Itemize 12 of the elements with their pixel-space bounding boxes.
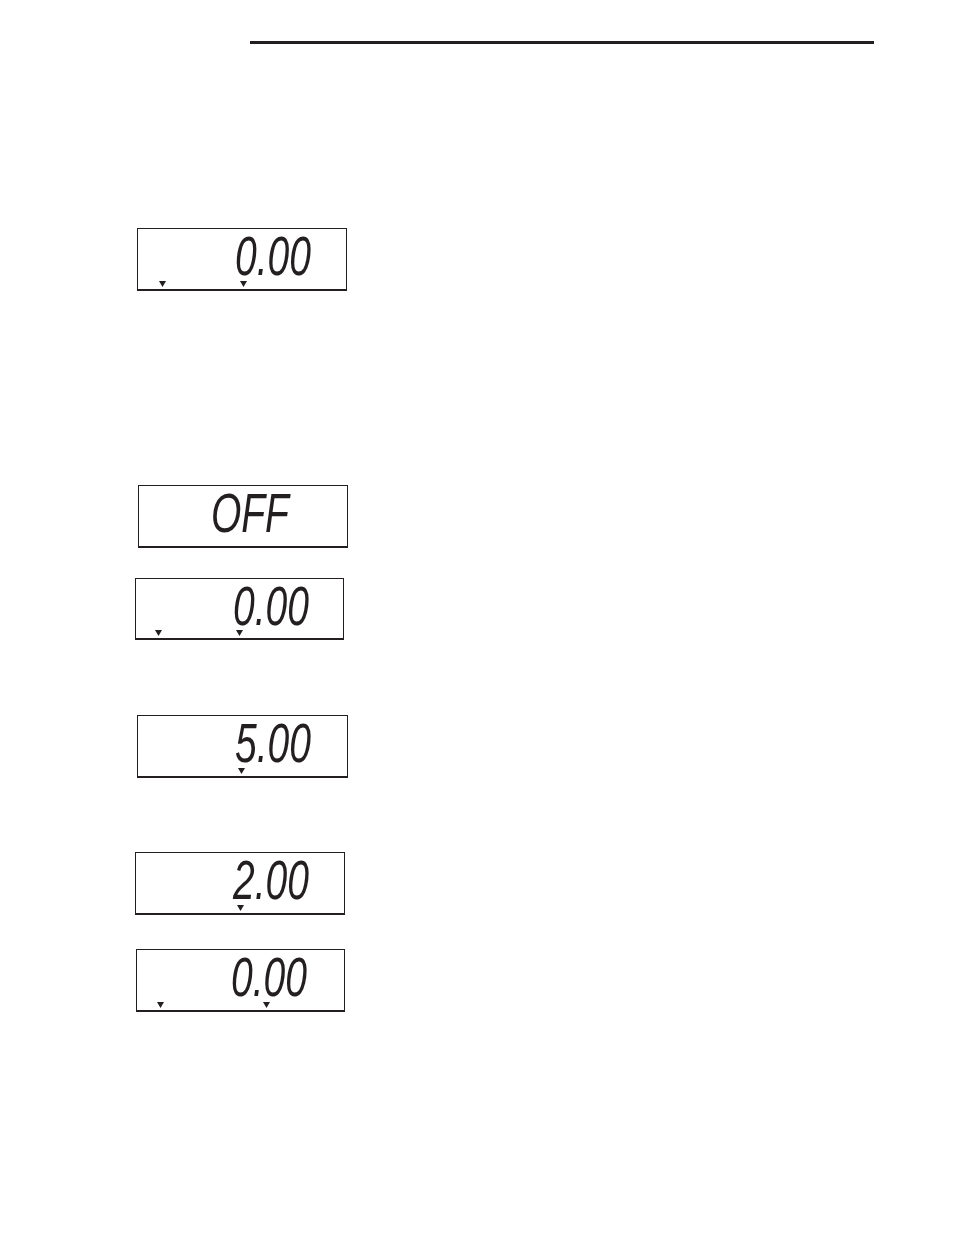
- lcd-display: [135, 852, 345, 915]
- display-readout: 0.00: [231, 957, 308, 998]
- display-readout: 0.00: [235, 236, 312, 277]
- lcd-display: [137, 228, 347, 291]
- lcd-display: [137, 715, 348, 778]
- display-readout: OFF: [210, 493, 289, 534]
- display-readout: 5.00: [235, 723, 312, 764]
- lcd-display: [136, 949, 345, 1012]
- lcd-display: [138, 485, 348, 548]
- lcd-display: [135, 578, 344, 640]
- display-readout: 0.00: [233, 586, 310, 627]
- display-readout: 2.00: [233, 860, 310, 901]
